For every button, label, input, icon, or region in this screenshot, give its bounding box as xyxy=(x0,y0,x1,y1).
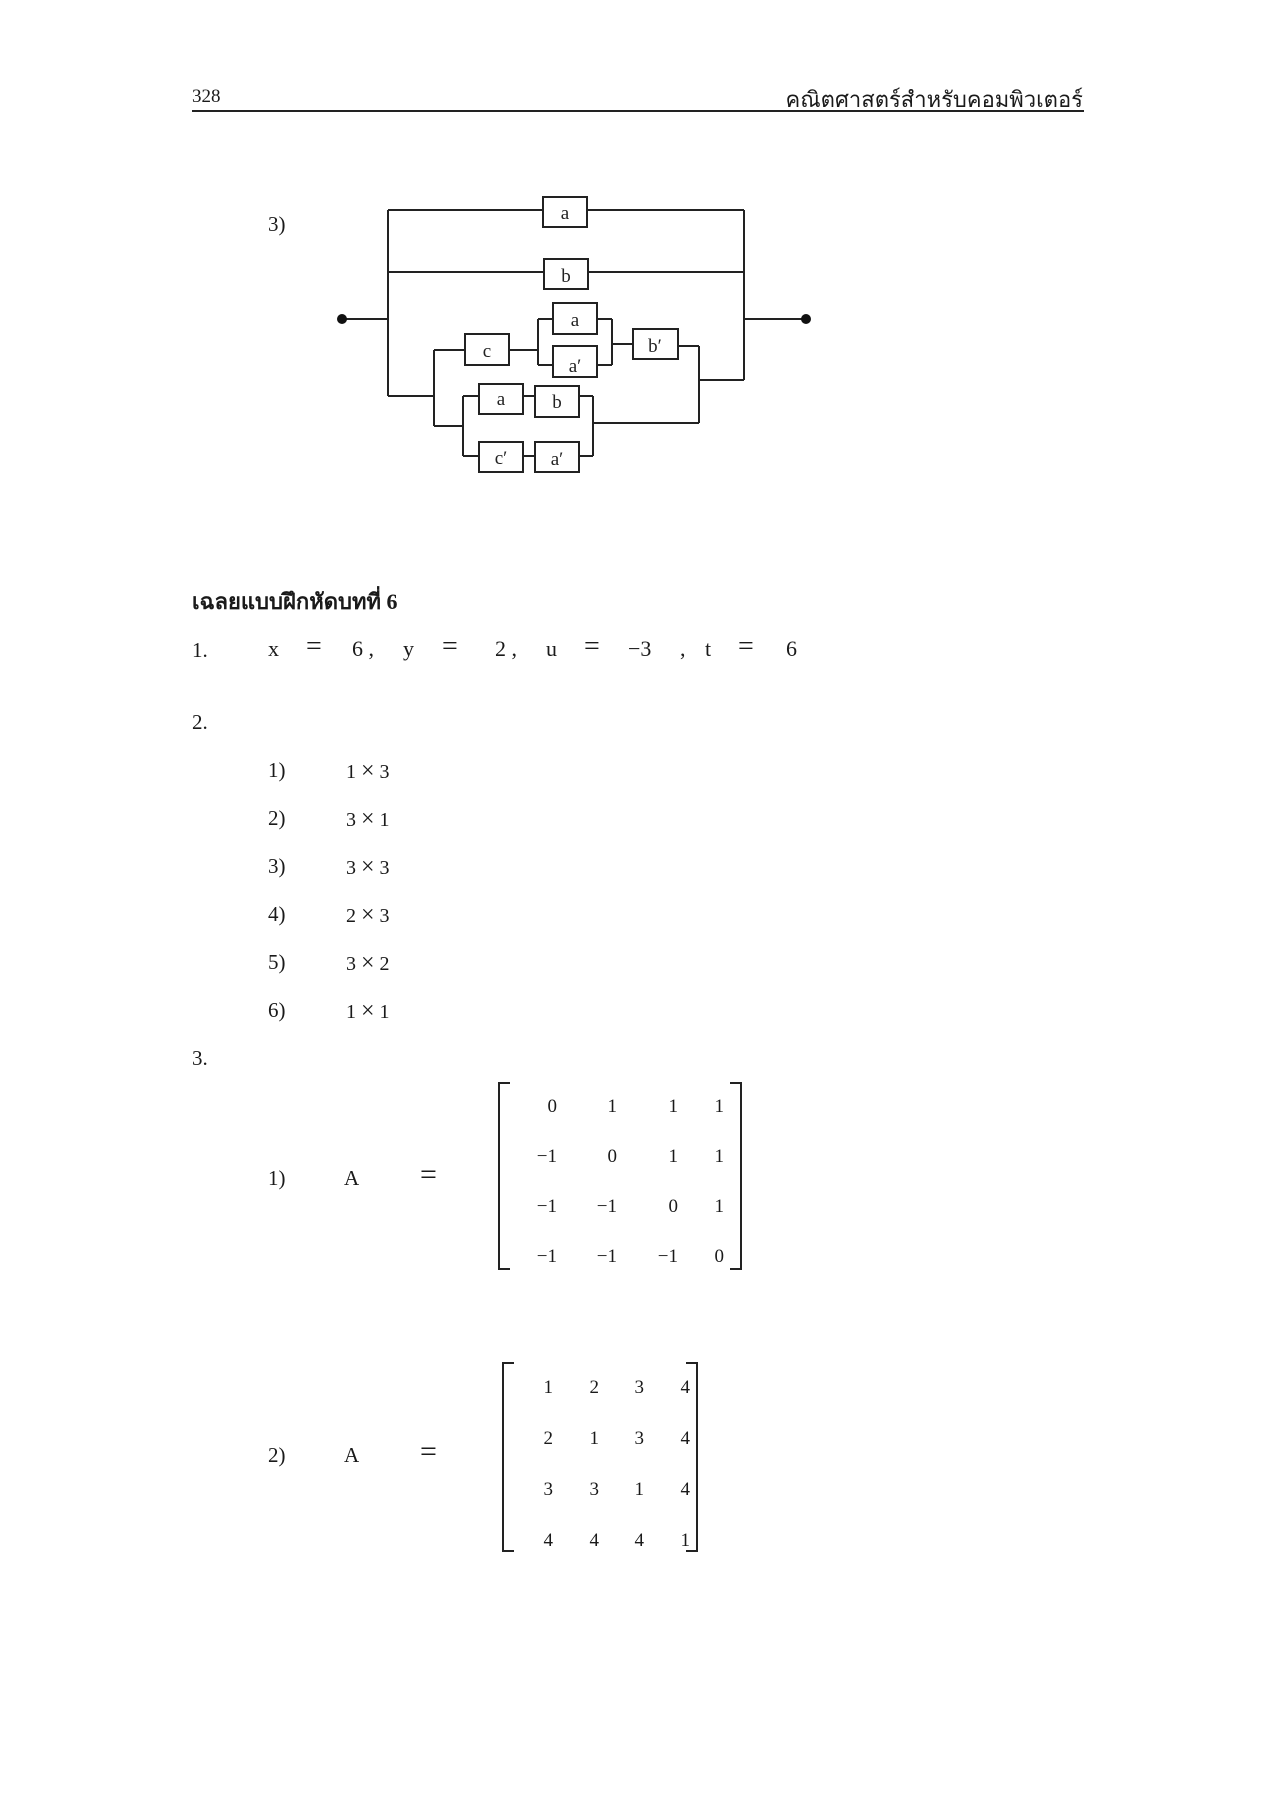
q1-y-eq: = xyxy=(442,631,458,662)
q3-part-label: 1) xyxy=(268,1166,286,1190)
q2-item-dimension: 3 × 2 xyxy=(346,950,390,976)
matrix-cell: 1 xyxy=(714,1096,725,1117)
q2-item-label: 6) xyxy=(268,998,286,1022)
q2-item-dimension: 1 × 3 xyxy=(346,758,390,784)
matrix-cell: 1 xyxy=(543,1376,554,1398)
q3-equals: = xyxy=(420,1158,437,1191)
matrix-right-bracket xyxy=(730,1082,742,1270)
matrix-cell: 3 xyxy=(634,1376,645,1398)
q1-u-val: −3 xyxy=(628,636,652,661)
q3-part-label: 2) xyxy=(268,1443,286,1467)
page-number: 328 xyxy=(192,86,221,107)
q2-item-label: 4) xyxy=(268,902,286,926)
matrix-cell: 1 xyxy=(668,1096,679,1117)
q1-u-var: u xyxy=(546,636,557,661)
matrix-cell: 0 xyxy=(714,1246,725,1267)
matrix-left-bracket xyxy=(502,1362,514,1552)
q1-x-val: 6 , xyxy=(352,636,374,661)
q3-number: 3. xyxy=(192,1046,208,1070)
switch-b-mid: b xyxy=(561,266,571,287)
header-rule xyxy=(192,110,1084,112)
matrix-cell: 4 xyxy=(634,1529,645,1551)
matrix-cell: 4 xyxy=(680,1376,691,1398)
matrix-cell: 4 xyxy=(680,1427,691,1449)
switch-c-prime: c′ xyxy=(495,448,508,469)
q2-item-dimension: 3 × 3 xyxy=(346,854,390,880)
book-title: คณิตศาสตร์สำหรับคอมพิวเตอร์ xyxy=(785,87,1083,112)
matrix-cell: 0 xyxy=(668,1196,679,1217)
q1-number: 1. xyxy=(192,638,208,662)
q3-equals: = xyxy=(420,1435,437,1468)
matrix-right-bracket xyxy=(686,1362,698,1552)
matrix-1: 0 1 1 1 −1 0 1 1 −1 −1 0 1 −1 −1 −1 0 xyxy=(508,1082,725,1282)
switching-circuit-diagram: a b c a a′ b′ a b c′ a′ xyxy=(337,196,811,473)
switch-a-low: a xyxy=(497,389,506,410)
switch-c: c xyxy=(483,341,491,362)
matrix-cell: 4 xyxy=(589,1529,600,1551)
section-title: เฉลยแบบฝึกหัดบทที่ 6 xyxy=(192,589,398,614)
switch-b-low: b xyxy=(552,392,562,413)
matrix-cell: 4 xyxy=(680,1478,691,1500)
matrix-cell: 3 xyxy=(543,1478,554,1500)
q1-x-eq: = xyxy=(306,631,322,662)
q2-item-dimension: 2 × 3 xyxy=(346,902,390,928)
matrix-cell: 0 xyxy=(607,1146,618,1167)
right-terminal-icon xyxy=(801,314,811,324)
circuit-label: 3) xyxy=(268,212,286,236)
switch-b-prime: b′ xyxy=(648,336,662,357)
matrix-cell: 3 xyxy=(589,1478,600,1500)
q1-y-val: 2 , xyxy=(495,636,517,661)
q2-item-label: 5) xyxy=(268,950,286,974)
matrix-cell: 0 xyxy=(547,1096,558,1117)
matrix-cell: −1 xyxy=(596,1196,617,1217)
matrix-cell: 1 xyxy=(714,1196,725,1217)
switch-a-top: a xyxy=(561,203,570,224)
q2-item-label: 1) xyxy=(268,758,286,782)
q1-t-var: t xyxy=(705,636,712,661)
q1-u-eq: = xyxy=(584,631,600,662)
left-terminal-icon xyxy=(337,314,347,324)
switch-a-prime-inner: a′ xyxy=(569,356,582,377)
q2-item-label: 3) xyxy=(268,854,286,878)
q1-t-sep: , xyxy=(680,636,686,661)
matrix-cell: −1 xyxy=(536,1246,557,1267)
matrix-left-bracket xyxy=(498,1082,510,1270)
matrix-cell: 1 xyxy=(634,1478,645,1500)
matrix-2: 1 2 3 4 2 1 3 4 3 3 1 4 4 4 4 1 xyxy=(512,1362,691,1566)
q2-number: 2. xyxy=(192,710,208,734)
matrix-cell: −1 xyxy=(596,1246,617,1267)
q1-y-var: y xyxy=(403,636,414,661)
q1-t-val: 6 xyxy=(786,636,797,661)
q1-x-var: x xyxy=(268,636,279,661)
matrix-cell: 1 xyxy=(714,1146,725,1167)
q3-matrix-var: A xyxy=(344,1443,360,1467)
matrix-cell: 1 xyxy=(680,1529,691,1551)
matrix-cell: 2 xyxy=(543,1427,554,1449)
matrix-cell: 1 xyxy=(668,1146,679,1167)
matrix-cell: −1 xyxy=(657,1246,678,1267)
matrix-cell: −1 xyxy=(536,1146,557,1167)
matrix-cell: 3 xyxy=(634,1427,645,1449)
matrix-cell: 1 xyxy=(607,1096,618,1117)
q1-t-eq: = xyxy=(738,631,754,662)
switch-a-inner: a xyxy=(571,310,580,331)
matrix-cell: 2 xyxy=(589,1376,600,1398)
matrix-cell: 1 xyxy=(589,1427,600,1449)
matrix-cell: −1 xyxy=(536,1196,557,1217)
q2-item-dimension: 1 × 1 xyxy=(346,998,390,1024)
q2-item-label: 2) xyxy=(268,806,286,830)
switch-a-prime-low: a′ xyxy=(551,449,564,470)
q3-matrix-var: A xyxy=(344,1166,360,1190)
q2-item-dimension: 3 × 1 xyxy=(346,806,390,832)
matrix-cell: 4 xyxy=(543,1529,554,1551)
